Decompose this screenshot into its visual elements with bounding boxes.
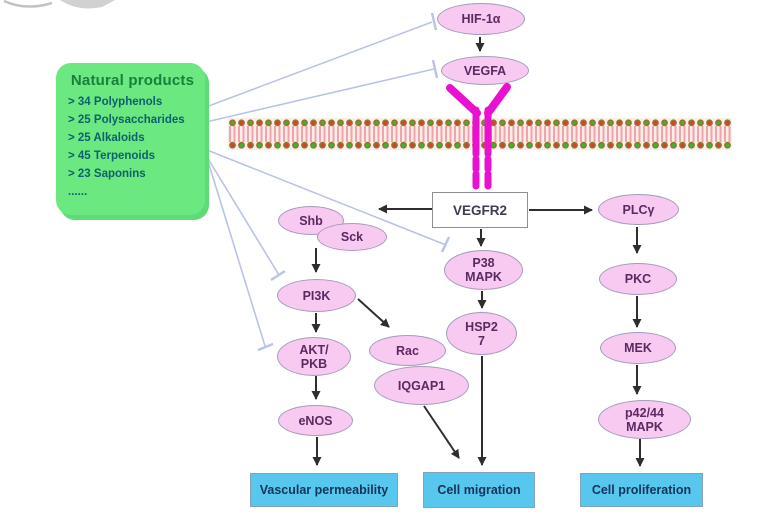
cell-membrane: [228, 118, 732, 150]
node-p42-44-mapk-line2: MAPK: [626, 419, 663, 434]
node-akt-pkb-line1: AKT/: [299, 342, 329, 357]
panel-item-terpenoids: > 45 Terpenoids: [68, 150, 156, 162]
panel-item-alkaloids: > 25 Alkaloids: [68, 132, 145, 144]
natural-products-panel: Natural products > 34 Polyphenols > 25 P…: [56, 63, 205, 215]
pathway-arrows: [311, 37, 645, 467]
panel-title: Natural products: [70, 72, 195, 89]
node-p42-44-mapk-line1: p42/44: [625, 405, 664, 420]
node-shb: Shb: [278, 206, 344, 235]
node-p42-44-mapk: p42/44 MAPK: [598, 400, 691, 439]
panel-item-polysaccharides: > 25 Polysaccharides: [68, 114, 185, 126]
outcome-cell-migration: Cell migration: [423, 472, 535, 508]
node-pi3k: PI3K: [277, 279, 356, 312]
panel-item-saponins: > 23 Saponins: [68, 168, 146, 180]
node-vegfa: VEGFA: [441, 56, 529, 85]
node-mek: MEK: [600, 332, 676, 364]
panel-item-polyphenols: > 34 Polyphenols: [68, 96, 163, 108]
node-akt-pkb: AKT/ PKB: [277, 337, 351, 376]
node-sck: Sck: [317, 223, 387, 251]
node-akt-pkb-line2: PKB: [300, 356, 328, 371]
inhibition-lines: [205, 12, 451, 352]
cropped-logo-watermark: [3, 0, 115, 9]
node-hif-1a: HIF-1α: [437, 3, 525, 35]
vegf-receptor-icon: [446, 83, 511, 190]
node-rac: Rac: [369, 335, 446, 366]
node-pkc: PKC: [599, 263, 677, 295]
outcome-vascular-permeability: Vascular permeability: [250, 473, 398, 507]
node-enos: eNOS: [278, 405, 353, 436]
node-hsp27-line1: HSP2: [465, 319, 498, 334]
panel-item-ellipsis: ......: [68, 186, 88, 198]
node-vegfr2: VEGFR2: [432, 192, 528, 228]
node-p38-mapk-line1: P38: [472, 256, 495, 270]
node-hsp27-line2: 7: [478, 333, 485, 348]
node-p38-mapk-line2: MAPK: [465, 270, 502, 284]
outcome-cell-proliferation: Cell proliferation: [580, 473, 703, 507]
node-iqgap1: IQGAP1: [374, 366, 469, 405]
node-hsp27: HSP2 7: [446, 312, 517, 355]
node-plc-gamma: PLCγ: [598, 194, 679, 225]
node-p38-mapk: P38 MAPK: [444, 250, 523, 290]
